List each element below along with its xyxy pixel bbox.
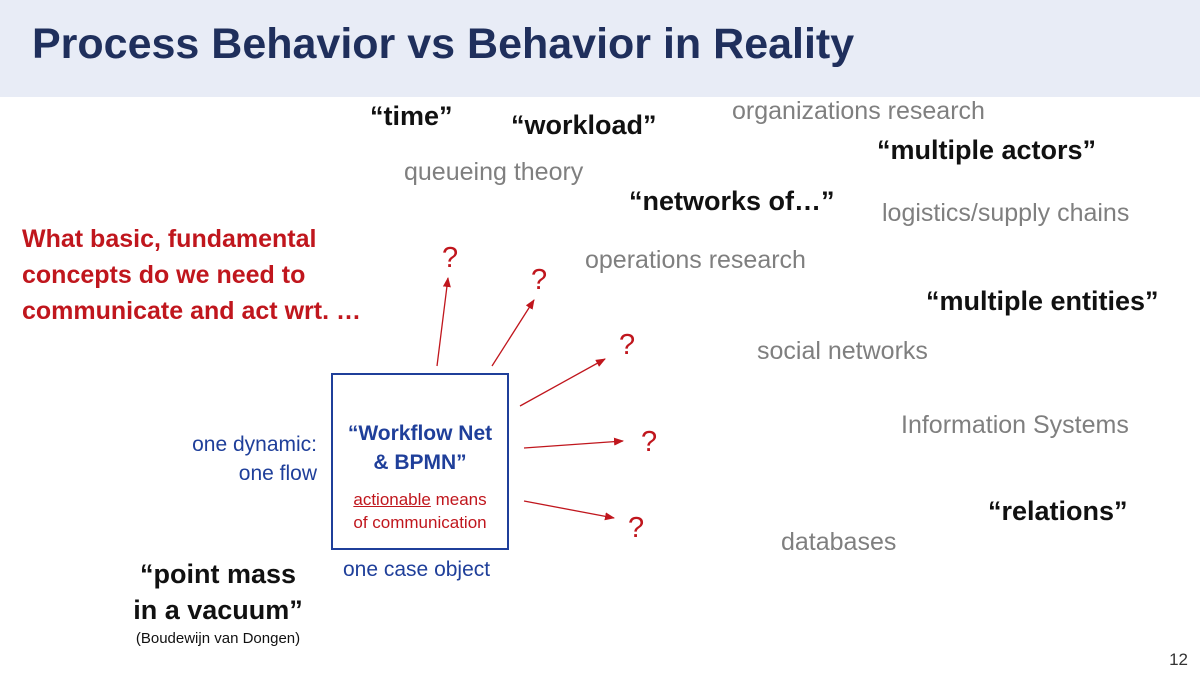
arrow-1: [436, 277, 451, 367]
point-mass-quote: “point mass in a vacuum” (Boudewijn van …: [118, 556, 318, 647]
field-operations-research: operations research: [585, 246, 806, 274]
title-bar: Process Behavior vs Behavior in Reality: [0, 0, 1200, 97]
box-title-line-2: & BPMN”: [373, 451, 467, 474]
question-mark-3: ?: [619, 329, 636, 361]
field-information-systems: Information Systems: [901, 411, 1129, 439]
question-line-1: What basic, fundamental: [22, 225, 317, 253]
field-organizations-research: organizations research: [732, 97, 985, 125]
field-databases: databases: [781, 528, 897, 556]
question-mark-5: ?: [628, 512, 645, 544]
box-title-line-1: “Workflow Net: [347, 422, 493, 445]
question-mark-1: ?: [442, 242, 459, 274]
question-line-3: communicate and act wrt. …: [22, 297, 361, 325]
arrow-3: [519, 358, 606, 407]
arrow-5: [523, 500, 615, 521]
box-note-underlined: actionable: [353, 490, 431, 509]
field-logistics: logistics/supply chains: [882, 199, 1130, 227]
concept-multiple-entities: “multiple entities”: [926, 286, 1159, 316]
box-note-line-2: of communication: [353, 513, 487, 532]
arrow-4: [523, 437, 624, 449]
box-note-rest: means: [430, 490, 487, 509]
concept-multiple-actors: “multiple actors”: [877, 135, 1097, 165]
question-text: What basic, fundamental concepts do we n…: [22, 221, 361, 329]
concept-networks-of: “networks of…”: [629, 186, 835, 216]
one-case-object-label: one case object: [343, 558, 491, 581]
workflow-net-box: “Workflow Net & BPMN” actionable means o…: [331, 373, 509, 550]
quote-line-2: in a vacuum”: [133, 595, 303, 625]
slide-title: Process Behavior vs Behavior in Reality: [32, 20, 855, 68]
one-dynamic-label: one dynamic:: [192, 433, 317, 456]
concept-relations: “relations”: [988, 496, 1128, 526]
box-title: “Workflow Net & BPMN”: [333, 419, 507, 477]
field-queueing-theory: queueing theory: [404, 158, 584, 186]
dynamic-flow-label: one dynamic: one flow: [180, 430, 317, 488]
quote-attribution: (Boudewijn van Dongen): [135, 630, 301, 647]
arrow-2: [491, 299, 535, 367]
quote-line-1: “point mass: [139, 559, 297, 589]
question-mark-2: ?: [531, 264, 548, 296]
concept-time: “time”: [370, 101, 453, 131]
page-number: 12: [1169, 650, 1188, 669]
box-note: actionable means of communication: [333, 488, 507, 534]
question-mark-4: ?: [641, 426, 658, 458]
question-line-2: concepts do we need to: [22, 261, 306, 289]
one-flow-label: one flow: [238, 462, 317, 485]
field-social-networks: social networks: [757, 337, 928, 365]
concept-workload: “workload”: [511, 110, 657, 140]
